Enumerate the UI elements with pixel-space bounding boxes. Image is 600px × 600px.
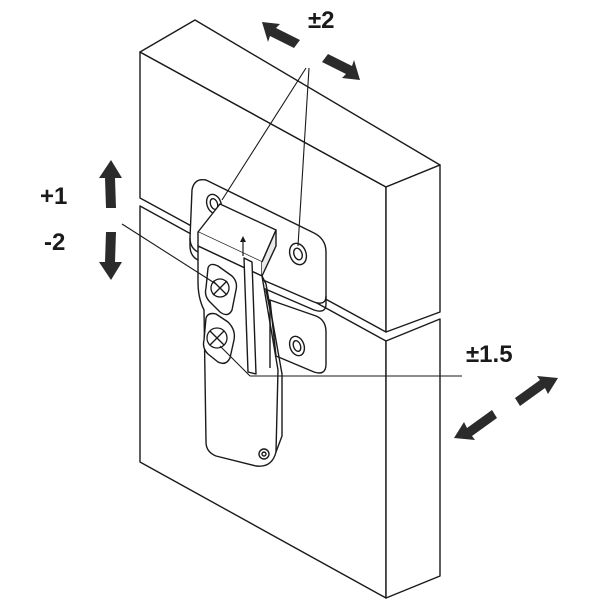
cap-adjust-arrow-icon (240, 236, 246, 256)
height-adjust-screw-icon (210, 278, 230, 298)
height-adjust-arrows-icon (99, 160, 122, 280)
leader-top-right (297, 67, 310, 247)
hinge-body (197, 203, 283, 467)
top-adjust-arrows-icon (262, 22, 360, 80)
height-up-label: +1 (40, 183, 67, 210)
top-adjust-label: ±2 (308, 7, 335, 34)
leader-depth (219, 345, 251, 377)
depth-adjust-label: ±1.5 (466, 341, 513, 368)
height-down-label: -2 (44, 229, 65, 256)
leader-height (121, 223, 217, 285)
leader-top-left (221, 67, 307, 201)
hinge-lower-plate (269, 299, 327, 374)
depth-adjust-arrows-icon (454, 376, 558, 440)
depth-adjust-screw-icon (206, 327, 228, 349)
upper-panel-side (385, 164, 441, 333)
lower-panel-side (385, 318, 441, 599)
leader-lines (121, 67, 462, 377)
